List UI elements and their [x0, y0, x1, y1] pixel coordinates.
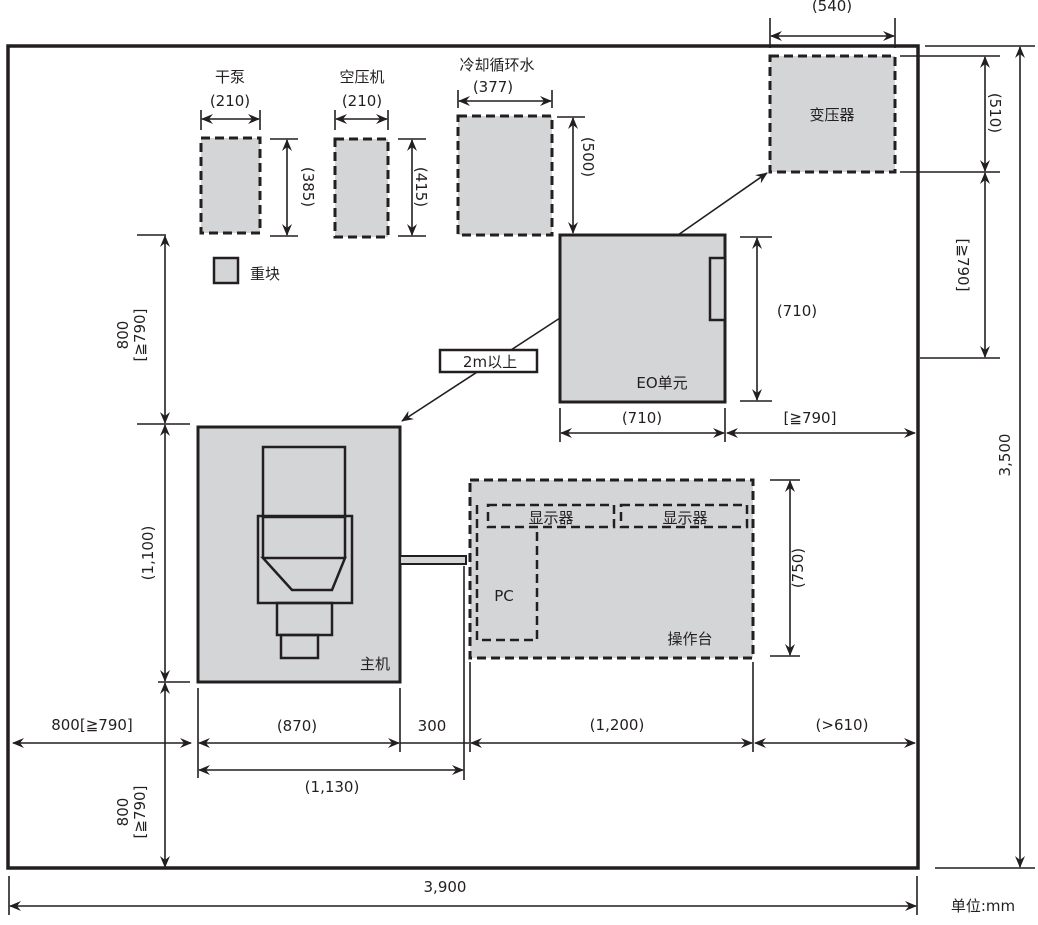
pc-label: PC	[494, 587, 514, 605]
air-compressor-label: 空压机	[339, 68, 384, 86]
cooling-water-label: 冷却循环水	[459, 56, 534, 74]
cooling-water-width: (377)	[473, 78, 513, 96]
eo-unit: EO单元 (710) (710) [≧790]	[558, 233, 916, 442]
bottom-clearance-min: [≧790]	[131, 786, 149, 839]
heavy-block-legend-swatch	[212, 256, 240, 285]
dry-pump-width: (210)	[210, 92, 250, 110]
heavy-block-legend-label: 重块	[250, 265, 280, 283]
main-plus-gap-dimension: (1,130)	[305, 778, 360, 796]
monitor-2-label: 显示器	[662, 509, 707, 527]
main-unit-top-clearance-min: [≧790]	[131, 309, 149, 362]
eo-unit-clearance: [≧790]	[784, 409, 837, 427]
air-compressor-width: (210)	[342, 92, 382, 110]
main-unit-top-clearance-value: 800	[114, 321, 132, 350]
air-compressor: 空压机 (210) (415)	[333, 68, 430, 239]
dry-pump: 干泵 (210) (385)	[199, 68, 317, 237]
transformer-clearance: [≧790]	[954, 239, 972, 292]
separation-note-box	[438, 348, 539, 374]
room-outline	[6, 44, 920, 870]
air-compressor-depth: (415)	[412, 167, 430, 207]
transformer: (540) 变压器 (510) [≧790]	[768, 0, 1004, 359]
bottom-clearance-value: 800	[114, 798, 132, 827]
cooling-water-depth: (500)	[579, 137, 597, 177]
main-unit: 主机	[196, 425, 467, 684]
transformer-width: (540)	[812, 0, 852, 15]
monitor-1-label: 显示器	[528, 509, 573, 527]
transformer-depth: (510)	[986, 93, 1004, 133]
console-label: 操作台	[667, 630, 712, 648]
dry-pump-depth: (385)	[299, 167, 317, 207]
console-width: (1,200)	[590, 716, 645, 734]
console: 显示器 显示器 PC 操作台 (750)	[468, 478, 807, 660]
gap-dimension: 300	[418, 717, 447, 735]
unit-label: 单位:mm	[951, 897, 1015, 915]
transformer-label: 变压器	[809, 106, 854, 124]
main-unit-width: (870)	[277, 717, 317, 735]
cooling-water-unit: 冷却循环水 (377) (500)	[456, 56, 597, 237]
main-unit-depth: (1,100)	[139, 526, 157, 581]
eo-unit-width: (710)	[622, 409, 662, 427]
separation-note: 2m以上	[463, 353, 517, 371]
left-clearance: 800[≧790]	[51, 716, 133, 734]
eo-unit-depth: (710)	[777, 302, 817, 320]
room-width: 3,900	[424, 878, 467, 896]
dry-pump-label: 干泵	[215, 68, 245, 86]
room-depth: 3,500	[996, 434, 1014, 477]
console-depth: (750)	[789, 548, 807, 588]
main-unit-label: 主机	[360, 655, 390, 673]
eo-unit-label: EO单元	[636, 374, 687, 392]
console-right-clearance: (>610)	[816, 716, 869, 734]
